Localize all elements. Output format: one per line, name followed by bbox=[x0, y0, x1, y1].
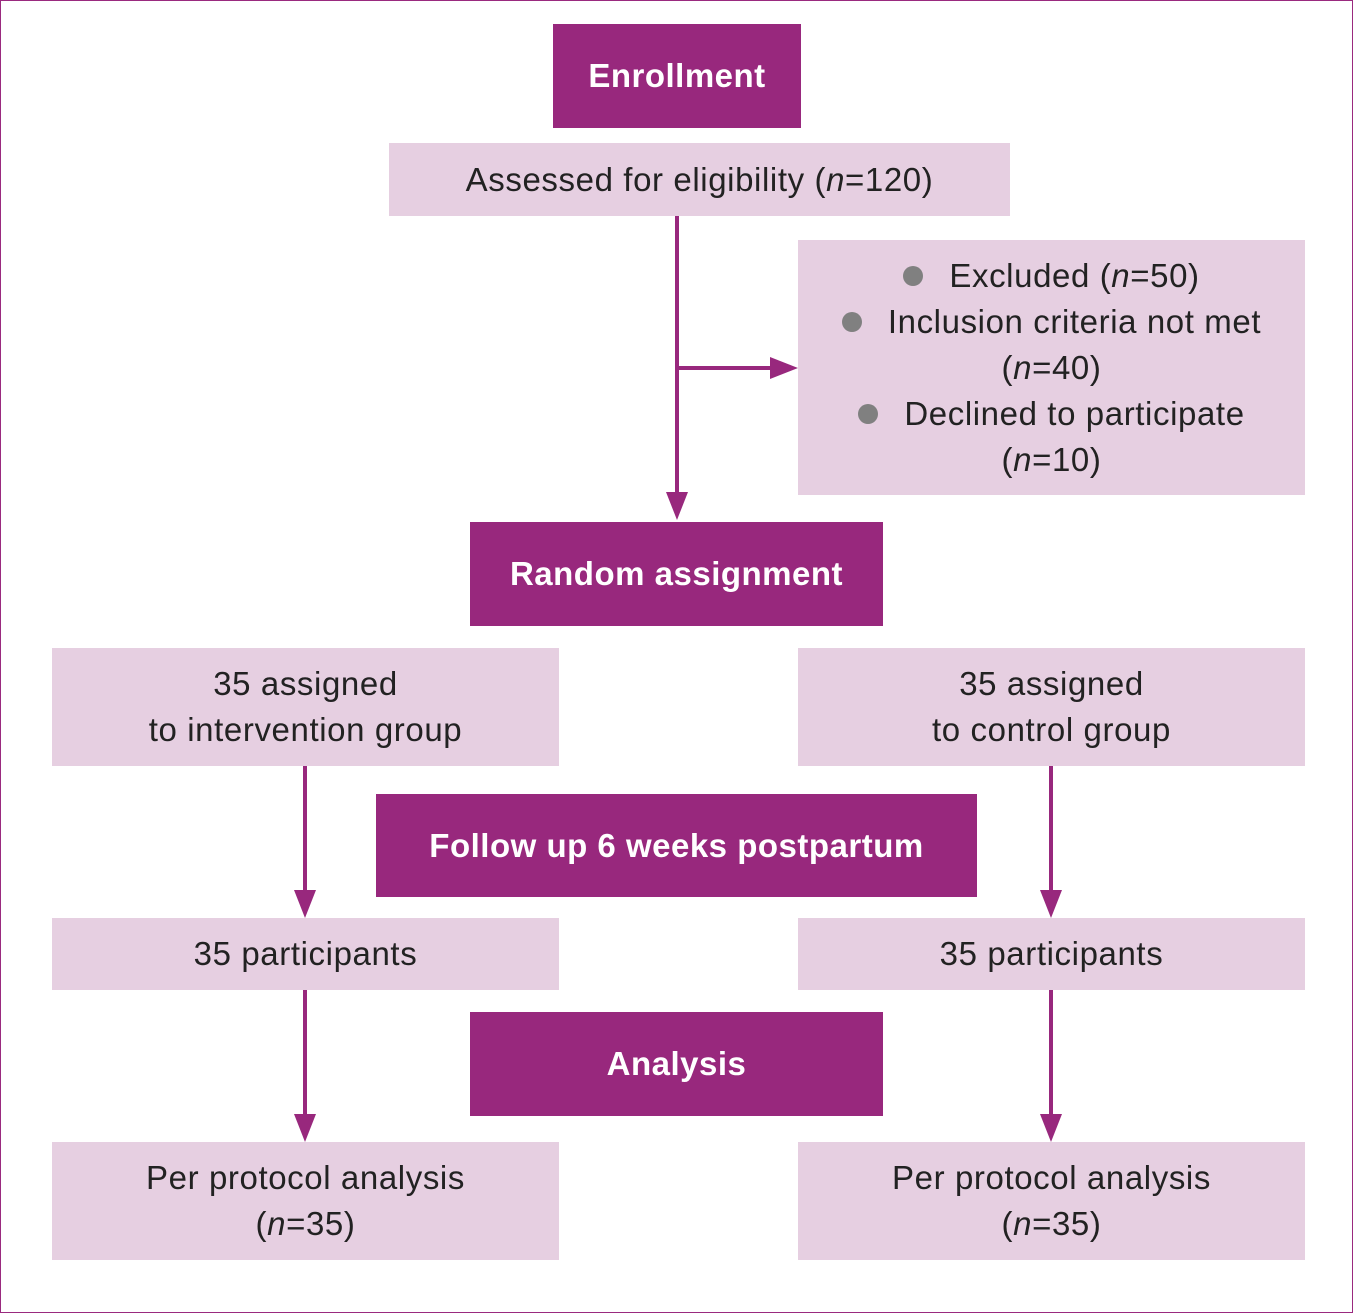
n-symbol: n bbox=[1111, 256, 1131, 294]
n-symbol: n bbox=[826, 160, 846, 198]
excluded-label: Excluded ( bbox=[949, 256, 1112, 294]
declined-label: Declined to participate bbox=[904, 394, 1245, 432]
n-symbol: n bbox=[1013, 1205, 1033, 1242]
protocol-right-label: Per protocol analysis bbox=[892, 1159, 1211, 1196]
arrowhead-icon bbox=[770, 357, 798, 379]
assessed-count: =120) bbox=[845, 160, 934, 198]
n-symbol: n bbox=[1013, 348, 1033, 386]
excluded-count: =50) bbox=[1130, 256, 1200, 294]
assessed-eligibility-text: Assessed for eligibility (n=120) bbox=[466, 157, 934, 203]
enrollment-header: Enrollment bbox=[553, 24, 801, 128]
declined-count-line: (n=10) bbox=[1002, 437, 1102, 483]
arrowhead-icon bbox=[666, 492, 688, 520]
paren-open: ( bbox=[1001, 440, 1014, 478]
bullet-dot-icon bbox=[858, 403, 879, 424]
protocol-left-count-line: (n=35) bbox=[256, 1201, 356, 1247]
intervention-group-box: 35 assigned to intervention group bbox=[52, 648, 559, 766]
arrowhead-icon bbox=[294, 1114, 316, 1142]
n-symbol: n bbox=[1013, 440, 1033, 478]
protocol-right-count: =35) bbox=[1032, 1205, 1102, 1242]
assessed-eligibility-box: Assessed for eligibility (n=120) bbox=[389, 143, 1010, 216]
protocol-left-label: Per protocol analysis bbox=[146, 1159, 465, 1196]
control-line2: to control group bbox=[932, 711, 1171, 748]
followup-header: Follow up 6 weeks postpartum bbox=[376, 794, 977, 897]
arrowhead-icon bbox=[1040, 1114, 1062, 1142]
followup-text: Follow up 6 weeks postpartum bbox=[429, 826, 924, 864]
control-group-box: 35 assigned to control group bbox=[798, 648, 1305, 766]
participants-right-label: 35 participants bbox=[939, 935, 1164, 972]
participants-right-box: 35 participants bbox=[798, 918, 1305, 990]
paren-open: ( bbox=[1001, 1205, 1014, 1242]
random-assignment-text: Random assignment bbox=[509, 555, 844, 592]
paren-open: ( bbox=[255, 1205, 268, 1242]
control-line1: 35 assigned bbox=[959, 665, 1144, 702]
protocol-right-box: Per protocol analysis (n=35) bbox=[798, 1142, 1305, 1260]
bullet-dot-icon bbox=[903, 265, 924, 286]
protocol-left-count: =35) bbox=[286, 1205, 356, 1242]
analysis-header: Analysis bbox=[470, 1012, 883, 1116]
assessed-label: Assessed for eligibility ( bbox=[465, 160, 827, 198]
arrowhead-icon bbox=[1040, 890, 1062, 918]
protocol-right-count-line: (n=35) bbox=[1002, 1201, 1102, 1247]
inclusion-criteria-line: Inclusion criteria not met bbox=[841, 299, 1262, 345]
n-symbol: n bbox=[267, 1205, 287, 1242]
inclusion-criteria-count-line: (n=40) bbox=[1002, 345, 1102, 391]
bullet-dot-icon bbox=[841, 311, 862, 332]
intervention-line1: 35 assigned bbox=[213, 665, 398, 702]
inclusion-criteria-label: Inclusion criteria not met bbox=[887, 302, 1262, 340]
paren-open: ( bbox=[1001, 348, 1014, 386]
declined-count: =10) bbox=[1032, 440, 1102, 478]
random-assignment-header: Random assignment bbox=[470, 522, 883, 626]
participants-left-label: 35 participants bbox=[193, 935, 418, 972]
arrowhead-icon bbox=[294, 890, 316, 918]
participants-left-box: 35 participants bbox=[52, 918, 559, 990]
declined-line: Declined to participate bbox=[858, 391, 1244, 437]
protocol-left-box: Per protocol analysis (n=35) bbox=[52, 1142, 559, 1260]
enrollment-header-text: Enrollment bbox=[588, 57, 766, 94]
analysis-text: Analysis bbox=[606, 1045, 747, 1082]
intervention-line2: to intervention group bbox=[148, 711, 463, 748]
excluded-box: Excluded (n=50) Inclusion criteria not m… bbox=[798, 240, 1305, 495]
excluded-line: Excluded (n=50) bbox=[903, 253, 1199, 299]
inclusion-criteria-count: =40) bbox=[1032, 348, 1102, 386]
